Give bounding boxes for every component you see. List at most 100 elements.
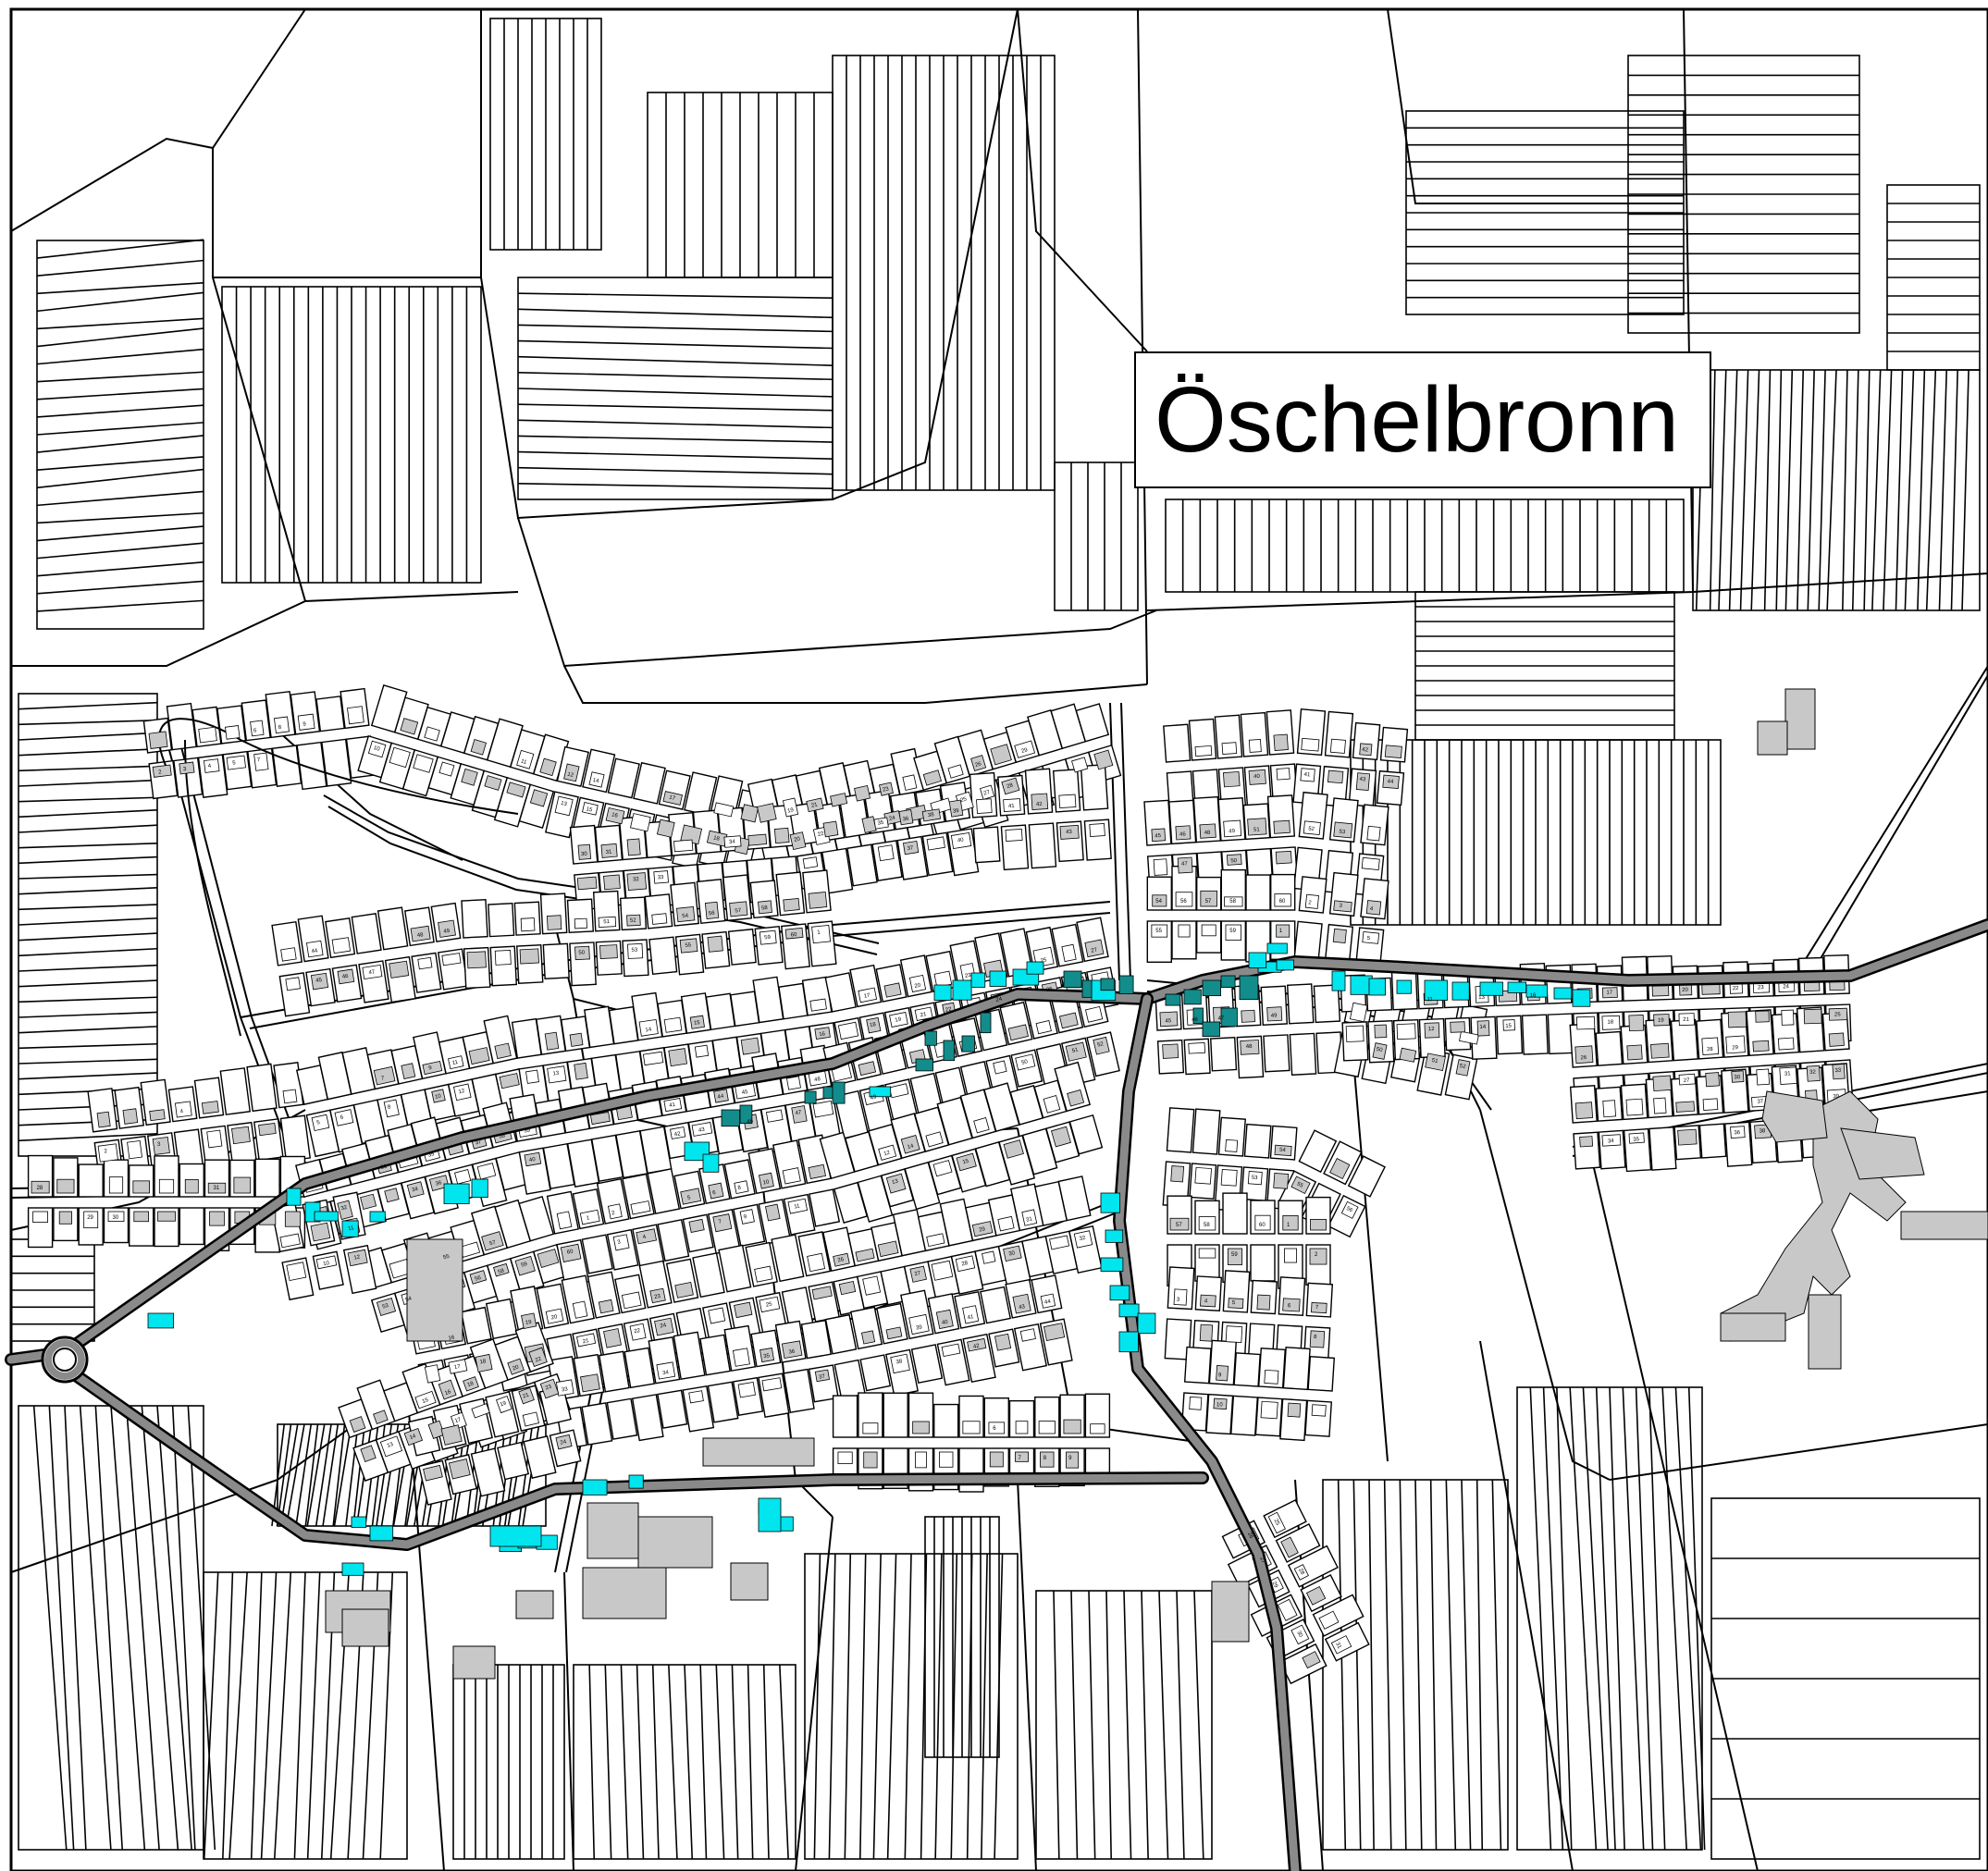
main-road-network [5,918,1988,1871]
parcel-number: 16 [1530,993,1537,999]
parcel-number: 19 [525,1320,533,1326]
parcel-number: 60 [566,1249,574,1255]
parcel-number: 11 [794,1203,801,1210]
parcel-number: 10 [1216,1402,1224,1408]
parcel-number: 46 [747,1118,754,1125]
parcel-numbers: 2345678910111213141516171819202122232425… [37,721,1842,1650]
parcel-number: 23 [965,973,972,979]
parcel-number: 9 [1218,1372,1222,1378]
parcel-number: 48 [416,932,424,939]
parcel-number: 10 [373,745,381,753]
parcel-number: 9 [303,721,307,727]
parcel-number: 4 [207,764,212,769]
parcel-number: 28 [1297,1568,1305,1576]
parcel-number: 57 [488,1240,497,1248]
field-parcel-lines [10,18,1981,1860]
parcel-number: 56 [709,911,716,917]
parcel-number: 28 [1006,782,1015,790]
parcel-number: 9 [1068,1456,1072,1461]
parcel-number: 22 [817,831,824,838]
parcel-number: 2 [1315,1252,1318,1258]
parcel-number: 7 [1019,1456,1022,1461]
parcel-number: 31 [214,1186,220,1191]
parcel-number: 43 [1359,777,1366,783]
parcel-number: 7 [1315,1305,1319,1311]
parcel-number: 19 [787,807,795,814]
parcel-number: 36 [1734,1130,1741,1136]
parcel-number: 14 [409,1434,417,1441]
parcel-number: 8 [1314,1335,1317,1340]
parcel-number: 3 [157,1141,162,1147]
parcel-number: 34 [1608,1139,1615,1144]
parcel-number: 38 [928,812,935,819]
parcel-number: 44 [1044,1299,1052,1305]
parcel-number: 55 [1155,929,1162,934]
parcel-number: 55 [685,942,692,949]
parcel-number: 53 [382,1303,390,1311]
parcel-number: 21 [522,1392,530,1399]
parcel-number: 32 [1809,1069,1817,1075]
parcel-number: 41 [1008,804,1016,809]
parcel-number: 5 [1232,1300,1236,1306]
parcel-number: 14 [907,1143,915,1151]
parcel-number: 59 [521,1262,529,1269]
parcel-number: 27 [1091,947,1098,954]
parcel-number: 56 [1345,1206,1353,1214]
parcel-number: 4 [1204,1299,1208,1304]
parcel-number: 20 [512,1364,520,1372]
parcel-number: 47 [795,1110,802,1116]
parcel-number: 25 [1040,957,1047,964]
parcel-number: 18 [466,1381,475,1388]
parcel-number: 12 [567,772,574,779]
parcel-number: 31 [1784,1071,1792,1077]
parcel-number: 34 [662,1370,670,1376]
parcel-number: 54 [405,1296,414,1303]
parcel-number: 33 [1834,1068,1842,1074]
parcel-number: 59 [764,935,772,942]
parcel-number: 18 [712,835,720,842]
parcel-number: 6 [340,1114,344,1121]
parcel-number: 42 [1036,802,1043,807]
parcel-number: 27 [914,1271,921,1277]
parcel-number: 26 [1046,987,1054,993]
parcel-number: 25 [1834,1012,1842,1017]
parcel-number: 1 [817,929,821,935]
parcel-number: 25 [1273,1519,1281,1527]
parcel-number: 47 [368,969,376,976]
parcel-number: 36 [788,1348,796,1355]
parcel-number: 39 [916,1324,923,1331]
parcel-number: 15 [694,1020,701,1027]
parcel-number: 9 [743,1214,747,1221]
parcel-number: 12 [353,1254,361,1261]
parcel-number: 40 [529,1157,537,1163]
parcel-number: 51 [1071,1047,1080,1054]
parcel-number: 2 [611,1211,616,1217]
parcel-number: 16 [611,812,618,819]
parcel-number: 6 [712,1190,717,1197]
parcel-number: 44 [1387,779,1394,785]
parcel-number: 50 [1021,1059,1030,1066]
parcel-number: 55 [1296,1181,1304,1189]
parcel-number: 24 [995,997,1003,1003]
parcel-number: 28 [37,1186,43,1191]
parcel-number: 5 [232,760,237,766]
parcel-number: 25 [765,1301,772,1308]
parcel-number: 50 [578,950,586,955]
parcel-number: 4 [179,1109,184,1114]
parcel-number: 37 [1757,1099,1764,1104]
parcel-number: 12 [1428,1027,1436,1032]
parcel-number: 18 [479,1359,487,1365]
parcel-number: 21 [810,802,818,808]
parcel-number: 24 [889,816,896,822]
parcel-number: 29 [979,1226,986,1233]
parcel-number: 23 [545,1384,553,1391]
parcel-number: 31 [606,849,613,855]
parcel-number: 30 [1734,1075,1741,1080]
parcel-number: 20 [1682,988,1689,993]
parcel-number: 11 [520,758,527,766]
parcel-number: 33 [380,1163,389,1171]
parcel-number: 58 [1229,899,1236,905]
parcel-number: 59 [1229,929,1236,934]
